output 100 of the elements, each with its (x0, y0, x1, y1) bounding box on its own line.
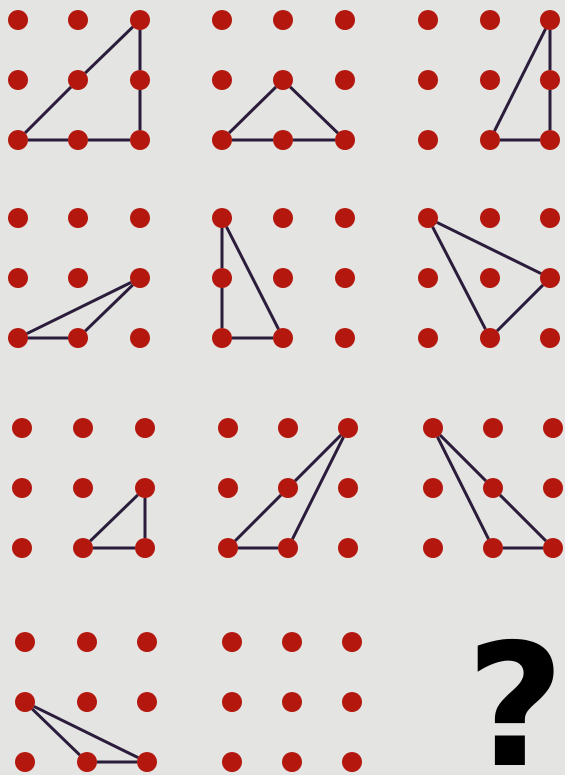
line-segment (232, 138, 273, 142)
dot-marker (68, 130, 88, 150)
dot-marker (543, 538, 563, 558)
dot-marker (540, 268, 560, 288)
dot-marker (77, 632, 97, 652)
line-segment (88, 138, 130, 142)
dot-marker (480, 268, 500, 288)
dot-marker (342, 692, 362, 712)
dot-marker (218, 538, 238, 558)
line-segment (225, 226, 280, 330)
dot-marker (480, 10, 500, 30)
dot-marker (418, 208, 438, 228)
line-segment (84, 26, 134, 74)
dot-marker (273, 70, 293, 90)
dot-marker (12, 418, 32, 438)
dot-marker (68, 328, 88, 348)
dot-marker (273, 328, 293, 348)
dot-marker (273, 10, 293, 30)
dot-marker (540, 328, 560, 348)
line-segment (232, 336, 273, 340)
line-segment (220, 228, 224, 268)
dot-marker (483, 418, 503, 438)
line-segment (26, 281, 132, 335)
dot-marker (77, 752, 97, 772)
dot-marker (418, 70, 438, 90)
dot-marker (68, 268, 88, 288)
line-segment (228, 86, 277, 134)
line-segment (33, 705, 139, 759)
dot-marker (12, 478, 32, 498)
dot-marker (540, 130, 560, 150)
dot-marker (278, 418, 298, 438)
dot-marker (8, 328, 28, 348)
dot-marker (212, 130, 232, 150)
dot-marker (212, 208, 232, 228)
dot-marker (540, 10, 560, 30)
dot-marker (423, 418, 443, 438)
dot-marker (73, 478, 93, 498)
dot-marker (480, 208, 500, 228)
dot-marker (342, 752, 362, 772)
dot-marker (418, 268, 438, 288)
dot-marker (480, 70, 500, 90)
line-segment (238, 546, 278, 550)
line-segment (291, 436, 345, 540)
dot-marker (278, 478, 298, 498)
line-segment (500, 138, 540, 142)
dot-marker (335, 70, 355, 90)
dot-marker (130, 268, 150, 288)
dot-marker (335, 208, 355, 228)
line-segment (89, 494, 139, 542)
dot-marker (273, 130, 293, 150)
dot-marker (543, 418, 563, 438)
dot-marker (338, 418, 358, 438)
dot-marker (335, 130, 355, 150)
line-segment (493, 28, 547, 132)
dot-marker (8, 208, 28, 228)
line-segment (293, 138, 335, 142)
line-segment (138, 90, 142, 130)
line-segment (548, 30, 552, 70)
line-segment (503, 546, 543, 550)
line-segment (28, 138, 68, 142)
dot-marker (15, 632, 35, 652)
dot-marker (480, 130, 500, 150)
dot-marker (68, 208, 88, 228)
dot-marker (15, 692, 35, 712)
dot-marker (130, 70, 150, 90)
dot-marker (212, 268, 232, 288)
line-segment (97, 760, 137, 764)
dot-marker (137, 752, 157, 772)
line-segment (28, 336, 68, 340)
dot-marker (423, 478, 443, 498)
line-segment (294, 434, 342, 482)
question-mark: ? (466, 641, 565, 774)
dot-marker (212, 70, 232, 90)
dot-marker (12, 538, 32, 558)
dot-marker (543, 478, 563, 498)
line-segment (24, 86, 72, 134)
dot-marker (483, 538, 503, 558)
line-segment (289, 86, 339, 134)
dot-marker (342, 632, 362, 652)
dot-marker (282, 752, 302, 772)
line-segment (220, 288, 224, 328)
dot-marker (222, 632, 242, 652)
dot-marker (338, 478, 358, 498)
dot-marker (8, 10, 28, 30)
dot-marker (540, 70, 560, 90)
dot-marker (480, 328, 500, 348)
dot-marker (218, 478, 238, 498)
dot-marker (418, 10, 438, 30)
dot-marker (282, 632, 302, 652)
dot-marker (73, 538, 93, 558)
dot-marker (130, 328, 150, 348)
dot-marker (218, 418, 238, 438)
dot-marker (135, 478, 155, 498)
dot-marker (130, 208, 150, 228)
dot-marker (68, 70, 88, 90)
line-segment (234, 494, 282, 542)
dot-marker (73, 418, 93, 438)
line-segment (496, 284, 544, 332)
line-segment (436, 436, 490, 540)
dot-marker (137, 632, 157, 652)
